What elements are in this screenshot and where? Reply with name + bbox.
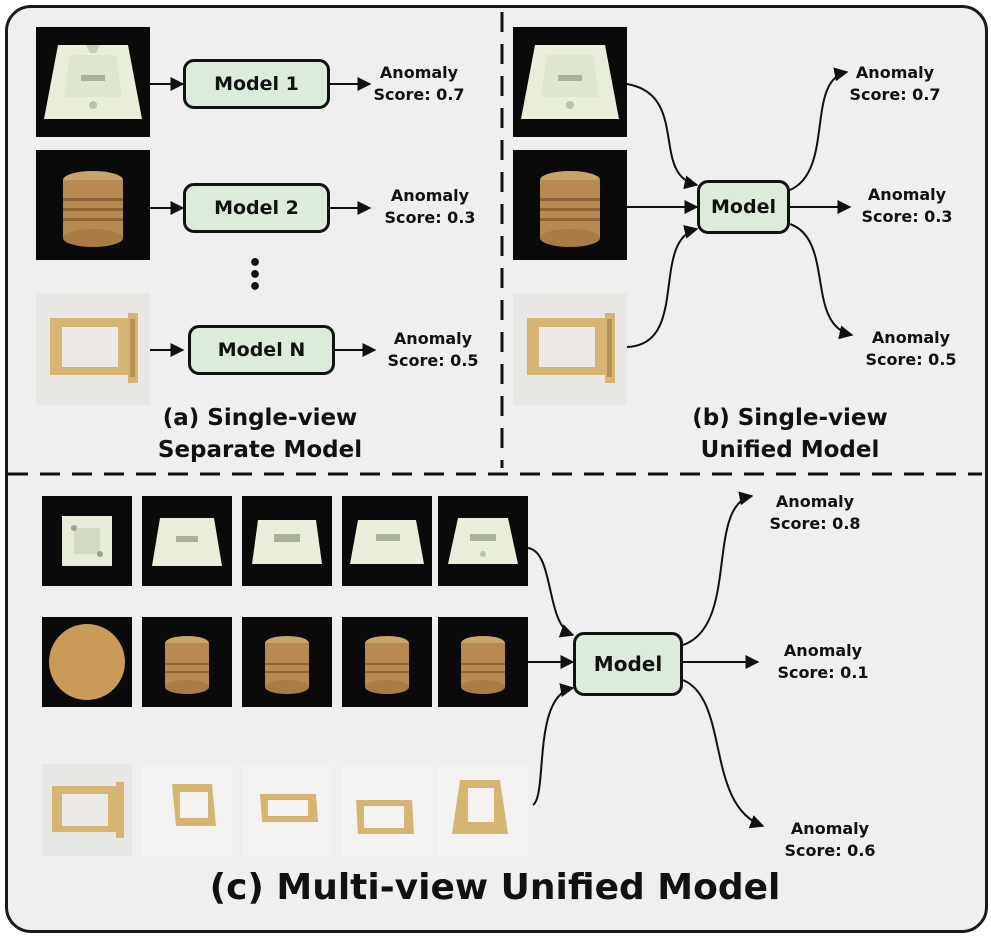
panel-b-arrows — [626, 67, 854, 348]
panel-c-mount-view-4 — [342, 496, 432, 586]
score-value: Score: 0.6 — [784, 841, 876, 860]
panel-b-image-sim-tray — [513, 293, 627, 405]
caption-line: Separate Model — [157, 437, 363, 463]
panel-c-wood-view-4 — [342, 617, 432, 707]
score-label: Anomaly — [871, 328, 951, 347]
panel-c-wood-view-2 — [142, 617, 232, 707]
panel-c-tray-view-3 — [242, 764, 332, 856]
score-label: Anomaly — [390, 186, 470, 205]
panel-c-tray-view-5 — [438, 764, 528, 856]
panel-b-image-plastic-mount — [513, 27, 627, 137]
panel-c-wood-view-1 — [42, 617, 132, 707]
score-label: Anomaly — [790, 819, 870, 838]
score-label: Anomaly — [783, 641, 863, 660]
score-label: Anomaly — [855, 63, 935, 82]
panel-c-mount-view-3 — [242, 496, 332, 586]
panel-c-score-1: Anomaly Score: 0.8 — [760, 491, 870, 535]
score-value: Score: 0.8 — [769, 514, 861, 533]
score-label: Anomaly — [379, 63, 459, 82]
caption-line: Unified Model — [700, 437, 880, 463]
panel-b-model: Model — [697, 180, 790, 234]
panel-a-model-2: Model 2 — [183, 183, 330, 233]
panel-a-image-plastic-mount — [36, 27, 150, 137]
panel-b-caption: (b) Single-view Unified Model — [660, 402, 920, 466]
panel-b-score-3: Anomaly Score: 0.5 — [856, 327, 966, 371]
score-label: Anomaly — [867, 185, 947, 204]
score-value: Score: 0.3 — [861, 207, 953, 226]
panel-c-tray-view-4 — [342, 764, 432, 856]
panel-c-tray-view-1 — [42, 764, 132, 856]
panel-c-wood-view-3 — [242, 617, 332, 707]
score-label: Anomaly — [775, 492, 855, 511]
panel-a-image-wood-cylinder — [36, 150, 150, 260]
panel-c-arrows — [527, 491, 765, 829]
panel-a-arrows — [150, 77, 377, 357]
panel-c-wood-view-5 — [438, 617, 528, 707]
score-label: Anomaly — [393, 329, 473, 348]
panel-c-mount-view-5 — [438, 496, 528, 586]
panel-a-score-1: Anomaly Score: 0.7 — [364, 62, 474, 106]
panel-c-score-2: Anomaly Score: 0.1 — [768, 640, 878, 684]
score-value: Score: 0.7 — [373, 85, 465, 104]
panel-a-model-n: Model N — [188, 325, 335, 375]
score-value: Score: 0.1 — [777, 663, 869, 682]
panel-c-mount-view-1 — [42, 496, 132, 586]
panel-a-model-1: Model 1 — [183, 59, 330, 109]
caption-line: (b) Single-view — [692, 405, 888, 431]
panel-b-score-2: Anomaly Score: 0.3 — [852, 184, 962, 228]
panel-c-caption: (c) Multi-view Unified Model — [209, 867, 781, 908]
ellipsis-dots: ••• — [247, 251, 263, 300]
caption-line: (a) Single-view — [162, 405, 358, 431]
score-value: Score: 0.5 — [865, 350, 957, 369]
score-value: Score: 0.5 — [387, 351, 479, 370]
panel-c-tray-view-2 — [142, 764, 232, 856]
panel-c-score-3: Anomaly Score: 0.6 — [775, 818, 885, 862]
panel-a-score-3: Anomaly Score: 0.5 — [378, 328, 488, 372]
panel-a-image-sim-tray — [36, 293, 150, 405]
score-value: Score: 0.3 — [384, 208, 476, 227]
panel-a-caption: (a) Single-view Separate Model — [130, 402, 390, 466]
panel-c-mount-view-2 — [142, 496, 232, 586]
panel-c-model: Model — [573, 632, 683, 696]
panel-a-score-2: Anomaly Score: 0.3 — [375, 185, 485, 229]
score-value: Score: 0.7 — [849, 85, 941, 104]
panel-b-score-1: Anomaly Score: 0.7 — [840, 62, 950, 106]
panel-b-image-wood-cylinder — [513, 150, 627, 260]
